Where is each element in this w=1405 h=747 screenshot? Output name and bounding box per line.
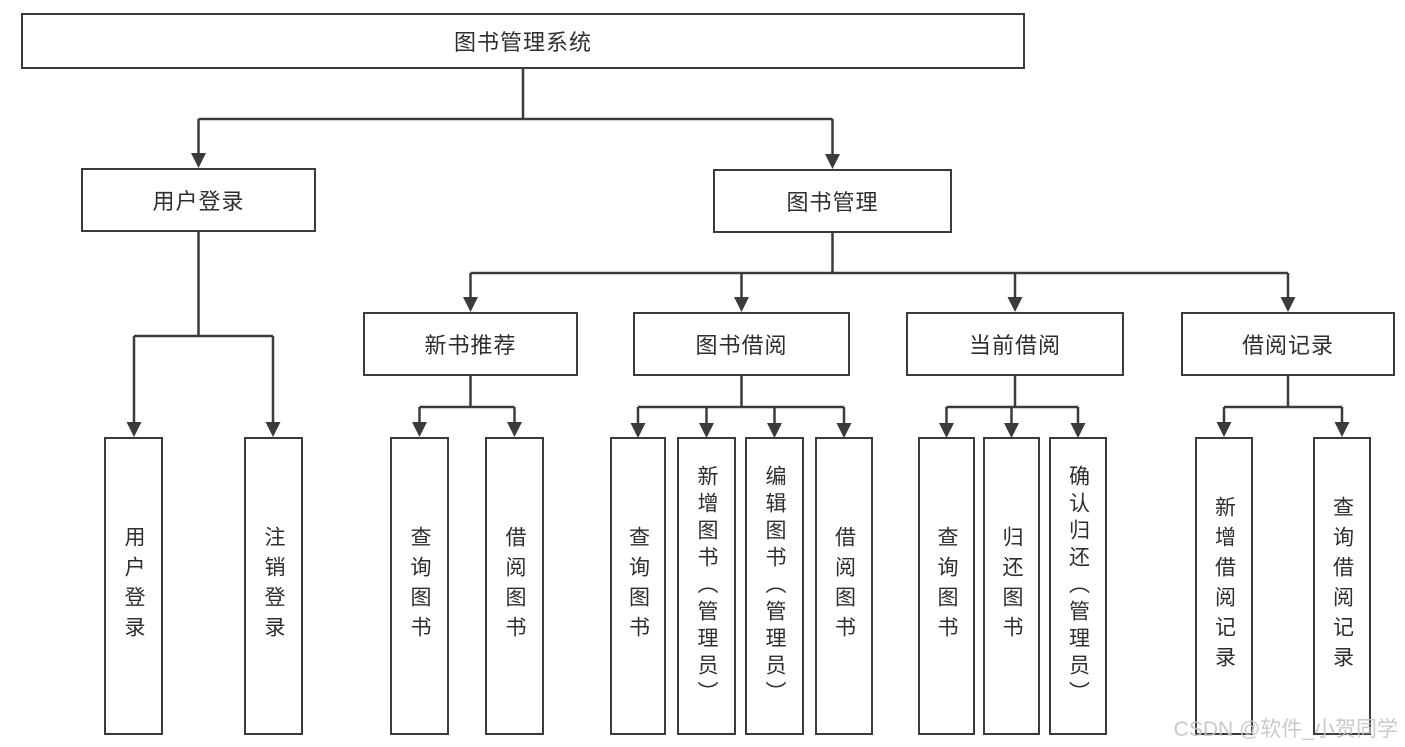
arrowhead bbox=[836, 423, 852, 438]
leaf-label: 查询图书 bbox=[935, 526, 958, 646]
arrowhead bbox=[412, 422, 427, 437]
arrowhead bbox=[825, 154, 840, 169]
arrowhead bbox=[734, 297, 749, 312]
leaf-borrow-books-borrowing: 借阅图书 bbox=[815, 437, 873, 735]
leaf-label: 查询图书 bbox=[626, 526, 650, 646]
leaf-query-books-borrowing: 查询图书 bbox=[610, 437, 666, 735]
leaf-label: 新增借阅记录 bbox=[1212, 496, 1236, 676]
node-book-management: 图书管理 bbox=[713, 169, 952, 233]
leaf-label: 注销登录 bbox=[262, 526, 285, 646]
arrowhead bbox=[1280, 297, 1296, 312]
node-current-borrowing: 当前借阅 bbox=[906, 312, 1124, 376]
arrowhead bbox=[126, 422, 142, 437]
leaf-label: 确认归还（管理员） bbox=[1066, 464, 1090, 708]
node-new-book-recommendation: 新书推荐 bbox=[363, 312, 578, 376]
leaf-query-borrow-record: 查询借阅记录 bbox=[1313, 437, 1371, 735]
leaf-query-books-recommend: 查询图书 bbox=[390, 437, 449, 735]
leaf-label: 新增图书（管理员） bbox=[695, 464, 718, 708]
arrowhead bbox=[1004, 423, 1019, 438]
arrowhead bbox=[1070, 423, 1086, 438]
arrowhead bbox=[1334, 422, 1350, 437]
node-book-borrowing: 图书借阅 bbox=[633, 312, 850, 376]
leaf-user-login: 用户登录 bbox=[104, 437, 163, 735]
leaf-label: 用户登录 bbox=[122, 526, 145, 646]
arrowhead bbox=[265, 422, 281, 437]
leaf-label: 查询图书 bbox=[408, 526, 431, 646]
arrowhead bbox=[191, 153, 206, 168]
arrowhead bbox=[939, 423, 954, 438]
leaf-label: 编辑图书（管理员） bbox=[763, 464, 786, 708]
leaf-logout: 注销登录 bbox=[244, 437, 303, 735]
connector-current-to-leaves bbox=[945, 376, 1080, 425]
arrowhead bbox=[507, 422, 522, 437]
leaf-edit-books-admin: 编辑图书（管理员） bbox=[745, 437, 804, 735]
csdn-watermark: CSDN @软件_小贺同学 bbox=[1173, 718, 1398, 741]
node-borrowing-records: 借阅记录 bbox=[1181, 312, 1395, 376]
connector-root-to-level2 bbox=[197, 69, 834, 156]
leaf-add-borrow-record: 新增借阅记录 bbox=[1195, 437, 1253, 735]
leaf-label: 归还图书 bbox=[1000, 526, 1023, 646]
leaf-label: 借阅图书 bbox=[503, 526, 526, 646]
arrowhead bbox=[1007, 297, 1023, 312]
leaf-return-books: 归还图书 bbox=[983, 437, 1040, 735]
arrowhead bbox=[630, 423, 646, 438]
leaf-borrow-books-recommend: 借阅图书 bbox=[485, 437, 544, 735]
connector-new-book-to-leaves bbox=[418, 376, 516, 424]
leaf-query-books-current: 查询图书 bbox=[918, 437, 975, 735]
leaf-confirm-return-admin: 确认归还（管理员） bbox=[1049, 437, 1107, 735]
leaf-add-books-admin: 新增图书（管理员） bbox=[677, 437, 736, 735]
arrowhead bbox=[699, 423, 714, 438]
connector-borrowing-to-leaves bbox=[636, 376, 846, 425]
leaf-label: 借阅图书 bbox=[832, 526, 856, 646]
leaf-label: 查询借阅记录 bbox=[1330, 496, 1354, 676]
connector-records-to-leaves bbox=[1222, 376, 1344, 424]
connector-user-login-to-leaves bbox=[132, 232, 275, 424]
node-library-management-system: 图书管理系统 bbox=[21, 13, 1025, 69]
node-user-login: 用户登录 bbox=[81, 168, 316, 232]
arrowhead bbox=[1216, 422, 1232, 437]
arrowhead bbox=[463, 297, 478, 312]
arrowhead bbox=[767, 423, 782, 438]
connector-book-mgmt-to-level3 bbox=[469, 233, 1290, 299]
